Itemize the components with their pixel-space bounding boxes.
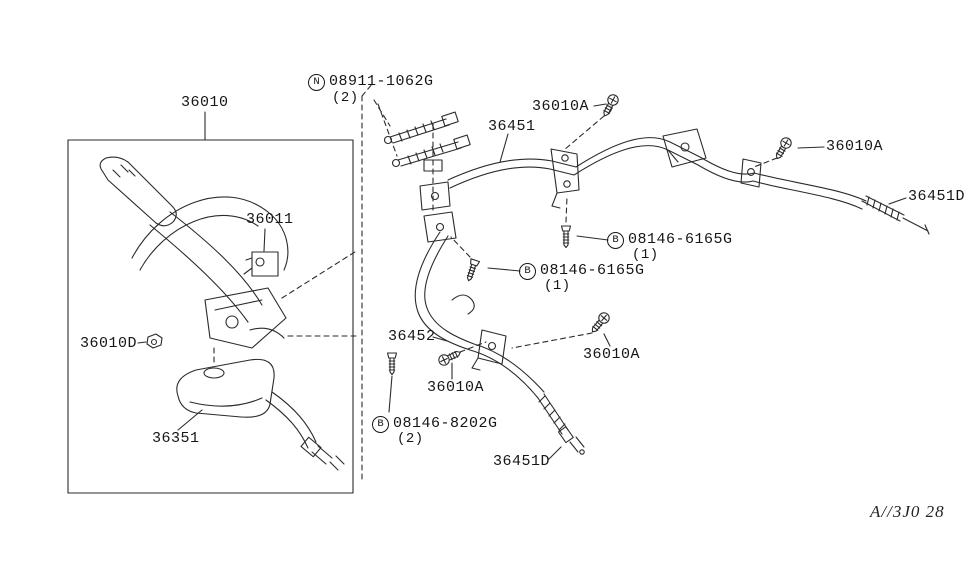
part-label-36451d-right: 36451D [908,188,966,205]
assembly-box [67,139,354,494]
cable-bracket-right [740,158,762,188]
cable-threaded-end-bottom [537,393,585,455]
nut-icon [146,333,163,349]
part-label-36010d: 36010D [80,335,138,352]
fastener-qty-6165-lower: (1) [544,278,571,294]
screw-36010a-right-icon [771,135,794,162]
cable-bracket-lower [471,329,507,371]
screw-36010a-mid-icon [587,310,612,336]
leader-lines [137,103,907,460]
part-label-36451: 36451 [488,118,536,135]
screw-36010a-lower-icon [436,347,464,368]
bolt-08146-6165g-lower-icon [463,258,481,283]
part-label-36010a-mid: 36010A [583,346,641,363]
diagram-reference-code: A//3J0 28 [870,502,945,521]
circled-letter-b-icon: B [372,416,389,433]
cable-end-clevis-icon [300,436,345,471]
fastener-number: 08146-8202G [393,415,498,432]
part-label-36011: 36011 [246,211,294,228]
front-cable-ends-drawing [383,111,471,168]
fastener-number: 08146-6165G [540,262,645,279]
part-label-36351: 36351 [152,430,200,447]
lever-assembly-drawing [99,156,345,471]
screw-36010a-top-icon [599,92,621,119]
bolt-08146-8202g-icon [386,352,398,376]
fastener-qty-08911: (2) [332,90,359,106]
fastener-qty-8202: (2) [397,431,424,447]
rear-cable-right-drawing [447,128,930,235]
part-label-36452: 36452 [388,328,436,345]
part-label-36010a-lower: 36010A [427,379,485,396]
circled-letter-n-icon: N [308,74,325,91]
adjuster-assembly-drawing [419,159,457,243]
divider-dashed-line [361,82,374,481]
part-label-36451d-bottom: 36451D [493,453,551,470]
part-label-36010a-right: 36010A [826,138,884,155]
front-cable-lower-drawing [414,231,585,455]
fastener-number: 08146-6165G [628,231,733,248]
bolt-08146-6165g-upper-icon [560,225,572,249]
fastener-qty-6165-upper: (1) [632,247,659,263]
cable-bracket-upper [550,148,580,209]
switch-part-icon [243,251,279,277]
circled-letter-b-icon: B [519,263,536,280]
circled-letter-b-icon: B [607,232,624,249]
cable-threaded-end-right [861,195,930,235]
part-label-36010a-top: 36010A [532,98,590,115]
part-label-36010: 36010 [181,94,229,111]
fastener-number: 08911-1062G [329,73,434,90]
cable-bracket-mount [662,128,707,168]
